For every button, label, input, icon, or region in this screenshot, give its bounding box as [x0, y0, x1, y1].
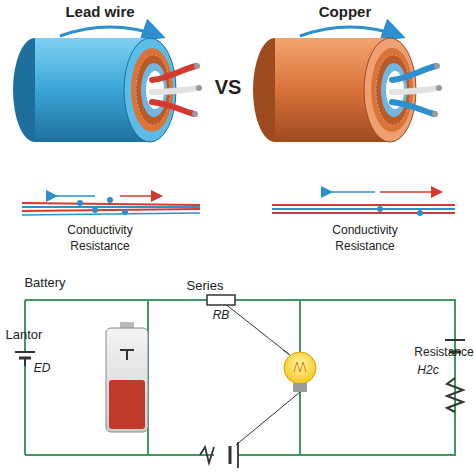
lead-wire-cable: [13, 27, 202, 142]
lead-wire-cable-part: [60, 27, 160, 36]
copper-cable-part: [300, 27, 400, 36]
series-resistor-part: [207, 295, 235, 305]
lead-strands-part: [107, 197, 113, 203]
lead-wire-cable-part: [192, 111, 198, 117]
lead-strands-part: [122, 209, 128, 215]
copper-cable-part: [392, 66, 436, 80]
copper-strands-part: [272, 208, 455, 210]
lead-wire-cable-part: [196, 85, 202, 91]
symbol-label: ED: [34, 362, 51, 375]
light-bulb-part: [293, 383, 307, 392]
copper-strands-part: [272, 204, 455, 206]
component-label: Lantor: [6, 328, 43, 342]
battery-symbol-part: [15, 351, 35, 353]
copper-cable-part: [432, 111, 438, 117]
copper-cable-part: [392, 102, 434, 114]
lead-strands-part: [55, 195, 95, 197]
circuit-wires-part: [24, 300, 26, 455]
circuit-wires-part: [283, 350, 290, 355]
copper-strands: [272, 192, 455, 216]
series-resistor: [207, 295, 235, 305]
copper-cable-part: [392, 88, 438, 92]
copper-strands-part: [417, 210, 423, 216]
battery-icon: [106, 322, 148, 432]
lead-wire-cable-part: [152, 102, 194, 114]
symbol-label: RB: [213, 309, 230, 322]
light-bulb-part: [294, 362, 306, 372]
property-label: Resistance: [335, 240, 394, 253]
light-bulb: [284, 352, 316, 392]
battery-icon-part: [106, 328, 148, 432]
copper-cable-part: [436, 85, 442, 91]
bottom-symbols-part: [229, 446, 232, 464]
circuit-wires: [25, 300, 455, 455]
lead-wire-cable-part: [194, 63, 200, 69]
symbol-label: H2c: [417, 364, 438, 377]
lead-strands-part: [120, 195, 160, 197]
circuit-wires-part: [224, 303, 290, 355]
lead-strands-part: [22, 209, 200, 211]
lead-wire-cable-part: [152, 88, 198, 92]
right-cell-part: [445, 339, 465, 341]
property-label: Conductivity: [67, 224, 132, 237]
copper-strands-part: [380, 191, 440, 193]
lead-strands-part: [22, 203, 200, 205]
battery-icon-part: [109, 380, 145, 429]
lead-strands: [22, 196, 200, 215]
copper-cable: [253, 27, 442, 142]
lead-strands-part: [22, 213, 200, 215]
versus-label: VS: [215, 76, 242, 98]
cable-title: Lead wire: [65, 4, 134, 21]
zigzag-resistor-part: [447, 378, 463, 412]
lead-wire-cable-part: [152, 66, 196, 80]
bottom-symbols-part: [237, 442, 239, 468]
bottom-symbols: [200, 442, 238, 468]
copper-strands-part: [330, 191, 375, 193]
lead-strands-part: [92, 207, 98, 213]
battery-symbol: [15, 352, 35, 366]
lead-strands-part: [77, 200, 83, 206]
lead-strands-part: [22, 206, 200, 208]
copper-strands-part: [272, 212, 455, 214]
bottom-symbols-part: [200, 447, 214, 463]
battery-icon-part: [120, 350, 134, 360]
component-label: Series: [187, 279, 224, 293]
property-label: Conductivity: [332, 224, 397, 237]
light-bulb-part: [284, 352, 316, 384]
circuit-wires-part: [25, 300, 455, 455]
circuit-wires-part: [236, 392, 300, 445]
cable-title: Copper: [319, 4, 372, 21]
component-label: Battery: [24, 276, 65, 290]
zigzag-resistor: [447, 378, 463, 412]
property-label: Resistance: [70, 240, 129, 253]
copper-strands-part: [377, 206, 383, 212]
copper-cable-part: [434, 63, 440, 69]
battery-symbol-part: [24, 358, 26, 366]
component-label: Resistance: [414, 346, 473, 359]
